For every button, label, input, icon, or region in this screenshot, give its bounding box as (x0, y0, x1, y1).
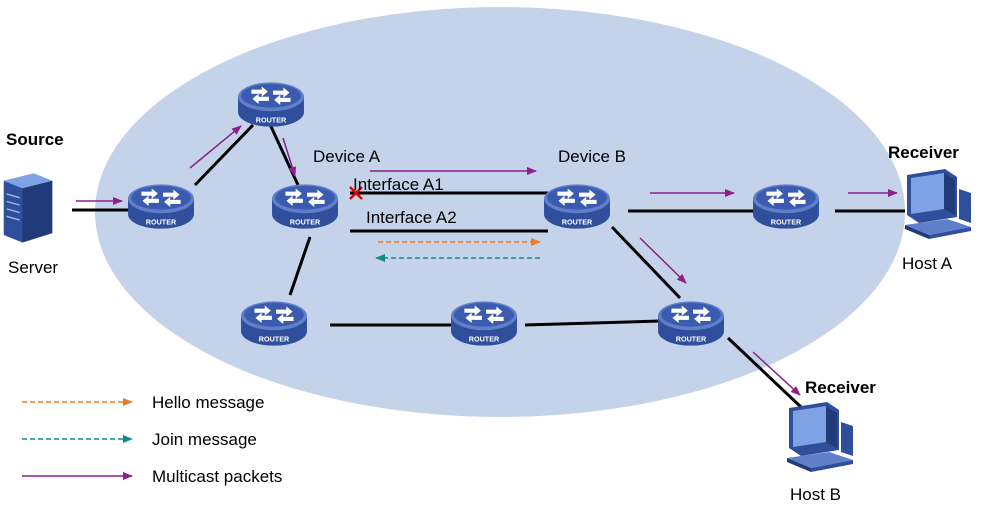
device-b-router-icon (544, 184, 610, 229)
link-deviceb-br (610, 225, 682, 300)
router-icon (241, 301, 307, 346)
multicast-arrow (189, 125, 242, 169)
legend-label: Hello message (152, 393, 264, 412)
multicast-flows (76, 125, 898, 396)
interface-a2-label: Interface A2 (366, 208, 457, 227)
multicast-arrow (282, 137, 297, 177)
source-label: Source (6, 130, 64, 149)
link-failure-mark (349, 186, 363, 200)
device-a-router-icon (272, 184, 338, 229)
host-b-computer-icon (787, 402, 853, 472)
host-a-computer-icon (905, 169, 971, 239)
link-bm-br (524, 319, 661, 327)
router-icon (451, 301, 517, 346)
legend-label: Multicast packets (152, 467, 282, 486)
router-icon (238, 82, 304, 127)
device-b-label: Device B (558, 147, 626, 166)
router-icon (658, 301, 724, 346)
host-b-label: Host B (790, 485, 841, 504)
link-r1-top (193, 123, 255, 187)
host-a-label: Host A (902, 254, 953, 273)
server-icon (3, 172, 53, 244)
device-a-label: Device A (313, 147, 381, 166)
legend-label: Join message (152, 430, 257, 449)
link-br-hostb (726, 336, 804, 410)
link-devicea-bl (288, 236, 312, 296)
legend-item-join: Join message (22, 430, 257, 449)
router-icon (753, 184, 819, 229)
receiver-b-label: Receiver (805, 378, 876, 397)
legend-item-hello: Hello message (22, 393, 264, 412)
legend: Hello message Join message Multicast pac… (22, 393, 282, 486)
router-icon (128, 184, 194, 229)
receiver-a-label: Receiver (888, 143, 959, 162)
multicast-arrow (752, 351, 801, 396)
server-label: Server (8, 258, 58, 277)
legend-item-multicast: Multicast packets (22, 467, 282, 486)
multicast-arrow (639, 237, 687, 284)
interface-a1-label: Interface A1 (353, 175, 444, 194)
